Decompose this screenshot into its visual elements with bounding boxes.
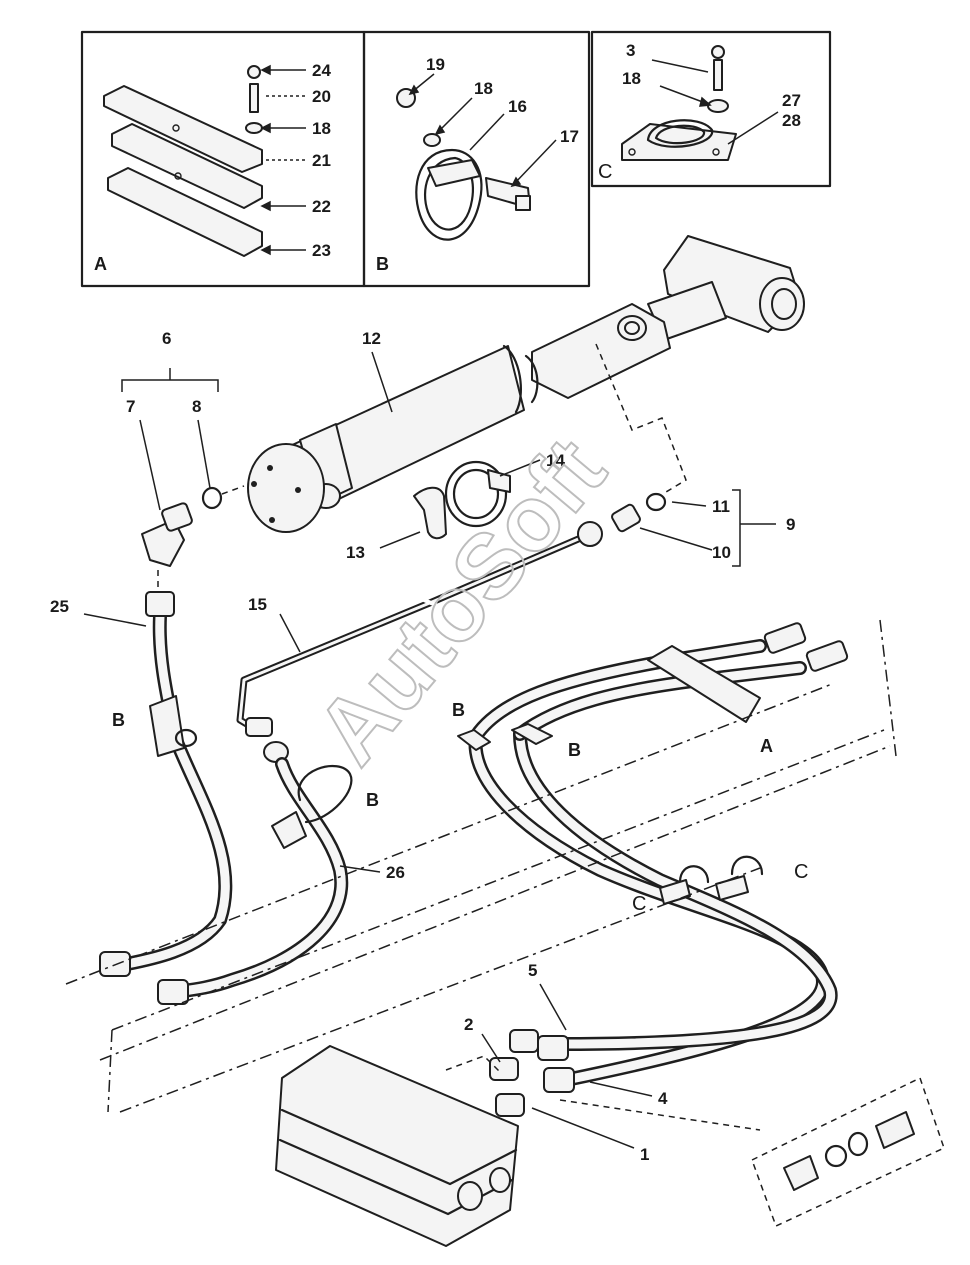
callout-6: 6 <box>162 329 171 348</box>
valve-port-fittings <box>445 1029 539 1117</box>
callout-24: 24 <box>312 61 331 80</box>
inset-a-leaders <box>260 64 306 256</box>
callout-14: 14 <box>546 451 565 470</box>
callout-8: 8 <box>192 397 201 416</box>
hydraulic-cylinder <box>247 235 805 533</box>
fitting-10 <box>611 503 641 533</box>
inset-c-letter: C <box>598 161 612 183</box>
bolt-stack <box>245 65 263 134</box>
hose-bundle-right <box>457 622 849 1093</box>
control-valve-block <box>275 1045 519 1247</box>
port-link-dashed <box>595 343 687 493</box>
callout-4: 4 <box>658 1089 668 1108</box>
inset-b: 19 18 16 17 B <box>362 30 591 288</box>
hose-25 <box>99 591 233 977</box>
view-ref-c-right: C <box>794 861 808 883</box>
callout-11: 11 <box>712 497 730 516</box>
guide-lines <box>65 619 897 1113</box>
view-ref-b-left: B <box>112 710 125 730</box>
inset-c-leaders <box>651 59 779 145</box>
callout-26: 26 <box>386 863 405 882</box>
view-ref-b-hose26: B <box>366 790 379 810</box>
view-ref-a: A <box>760 736 773 756</box>
callout-16: 16 <box>508 97 527 116</box>
callout-18-a: 18 <box>312 119 331 138</box>
callout-17: 17 <box>560 127 579 146</box>
view-ref-b-clip2: B <box>568 740 581 760</box>
callout-18-c: 18 <box>622 69 641 88</box>
callout-9: 9 <box>786 515 795 534</box>
callout-2: 2 <box>464 1015 473 1034</box>
callout-13: 13 <box>346 543 365 562</box>
tube-15 <box>236 521 603 737</box>
callout-22: 22 <box>312 197 331 216</box>
inset-c: 3 18 27 28 C <box>590 30 832 188</box>
inset-a-letter: A <box>94 254 107 274</box>
inset-b-letter: B <box>376 254 389 274</box>
view-ref-c-left: C <box>632 893 646 915</box>
callout-23: 23 <box>312 241 331 260</box>
callout-15: 15 <box>248 595 267 614</box>
callout-19: 19 <box>426 55 445 74</box>
inset-a: 24 20 18 21 22 23 A <box>80 30 366 288</box>
callout-28: 28 <box>782 111 801 130</box>
view-ref-b-clip1: B <box>452 700 465 720</box>
callout-5: 5 <box>528 961 537 980</box>
callout-25: 25 <box>50 597 69 616</box>
clamp-plate-c <box>621 45 737 161</box>
hose-26 <box>157 741 353 1005</box>
callout-7: 7 <box>126 397 135 416</box>
callout-27: 27 <box>782 91 801 110</box>
cylinder-clamp <box>444 460 511 528</box>
callout-1: 1 <box>640 1145 649 1164</box>
clamp-plates <box>103 85 263 257</box>
callout-20: 20 <box>312 87 331 106</box>
o-ring-11 <box>645 492 667 512</box>
callout-3: 3 <box>626 41 635 60</box>
elbow-fitting-7 <box>141 502 193 567</box>
inset-b-leaders <box>408 73 557 188</box>
saddle <box>413 486 447 540</box>
o-ring-8-guide <box>221 485 245 495</box>
pressure-switch-detail <box>559 1076 945 1228</box>
callout-21: 21 <box>312 151 331 170</box>
callout-10: 10 <box>712 543 731 562</box>
callout-leaders <box>83 351 776 1149</box>
o-ring-8 <box>201 486 223 510</box>
callout-12: 12 <box>362 329 381 348</box>
callout-18-b: 18 <box>474 79 493 98</box>
